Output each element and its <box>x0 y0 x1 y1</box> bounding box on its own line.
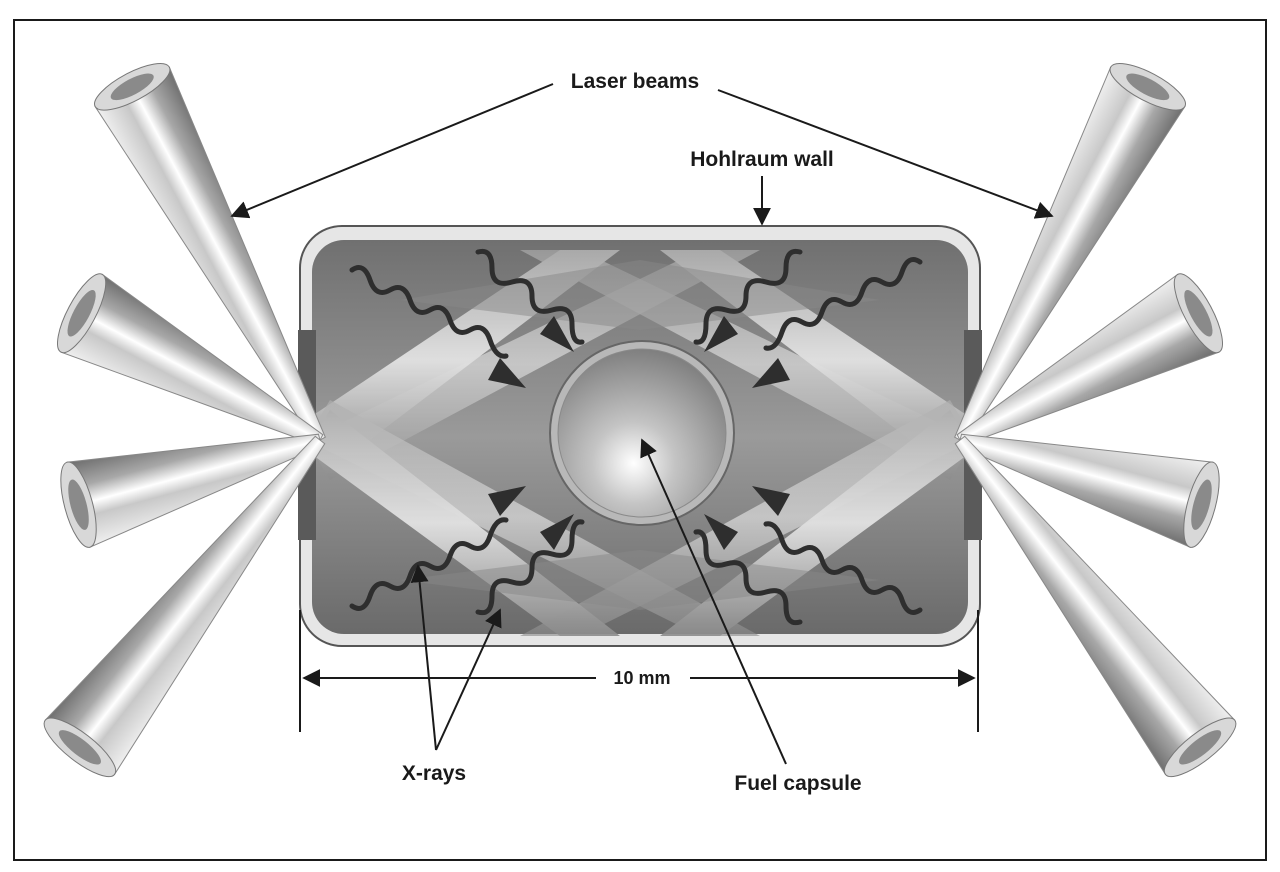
laser-beam-cone <box>954 435 1237 778</box>
xray-arrow <box>693 248 803 345</box>
xray-arrow <box>349 265 509 359</box>
laser-beam-cone <box>94 63 326 444</box>
xray-arrow <box>763 257 923 351</box>
label-dimension: 10 mm <box>613 668 670 688</box>
label-xrays: X-rays <box>402 762 466 785</box>
xray-arrow <box>475 519 585 616</box>
laser-beams-right <box>954 63 1237 778</box>
laser-beam-cone <box>57 273 324 446</box>
xray-arrowheads <box>488 316 790 550</box>
label-laser-beams: Laser beams <box>571 70 699 93</box>
xray-arrow <box>693 529 803 626</box>
laser-beam-cone <box>60 433 323 548</box>
laser-beams-left <box>43 63 326 778</box>
xray-arrow <box>763 521 923 615</box>
xray-arrows <box>349 248 923 626</box>
internal-beam-streaks <box>306 250 974 636</box>
dimension-indicator <box>299 610 979 732</box>
leader-xray-2 <box>435 608 502 751</box>
xray-arrow <box>475 248 585 345</box>
label-hohlraum-wall: Hohlraum wall <box>690 148 834 171</box>
label-fuel-capsule: Fuel capsule <box>734 772 861 795</box>
leader-laser-right <box>717 89 1054 219</box>
fuel-capsule <box>549 340 735 526</box>
laser-beam-cone <box>957 433 1220 548</box>
leader-lines <box>230 83 1054 765</box>
leader-fuel-capsule <box>640 438 787 765</box>
laser-beam-cone <box>43 435 326 778</box>
leader-xray-1 <box>410 564 437 751</box>
leader-laser-left <box>230 83 554 219</box>
xray-arrow <box>349 517 509 611</box>
